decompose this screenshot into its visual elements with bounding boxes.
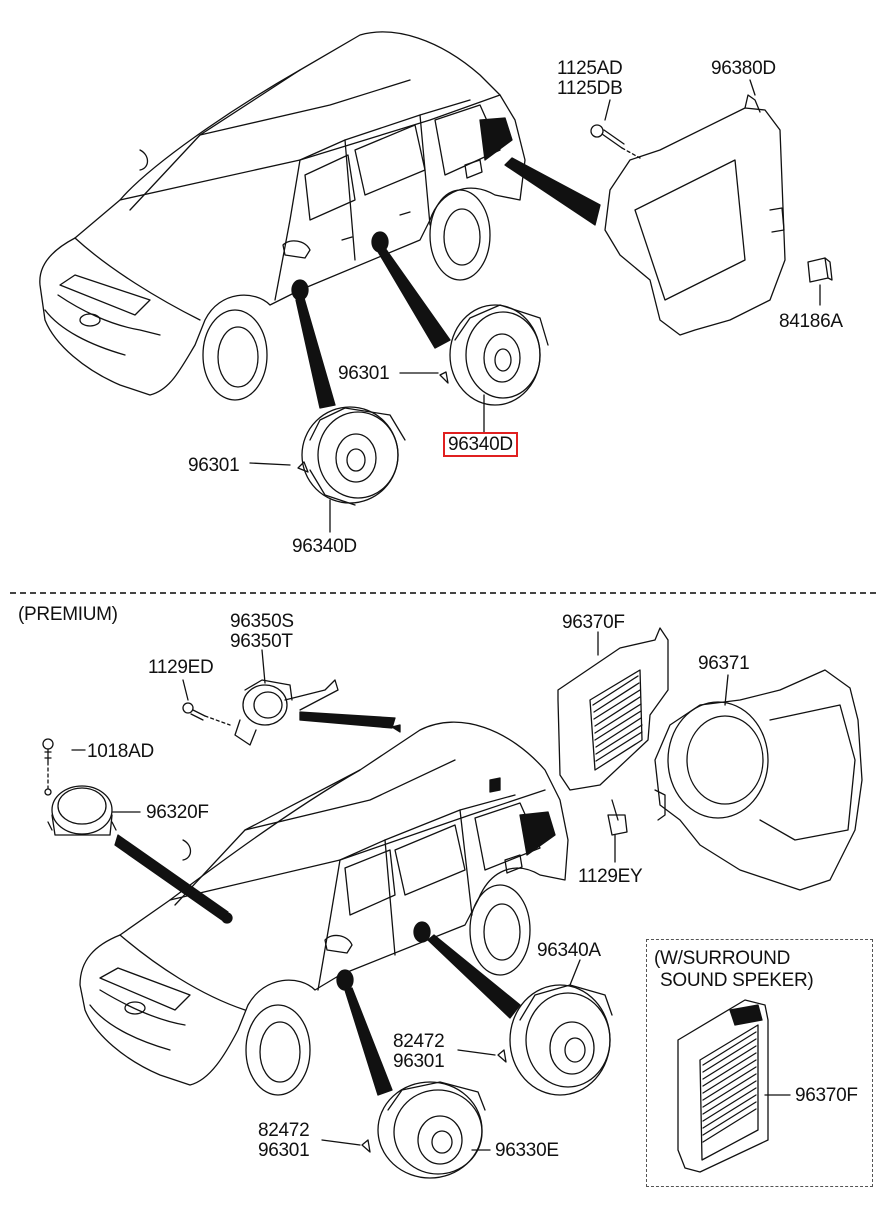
rear-speaker-96340D-selected (439, 304, 549, 406)
speaker-96330E (361, 1081, 486, 1179)
part-label-96340D[interactable]: 96340D (292, 536, 357, 557)
part-label-1129EY[interactable]: 1129EY (578, 866, 643, 887)
vehicle-top-illustration (39, 31, 526, 401)
part-label-1125AD[interactable]: 1125AD (557, 58, 623, 79)
bolt-1125AD (590, 124, 641, 159)
part-label-96340A[interactable]: 96340A (537, 940, 601, 961)
part-label-96301[interactable]: 96301 (393, 1051, 445, 1072)
amplifier-96370F-surround (677, 999, 769, 1173)
part-label-82472[interactable]: 82472 (258, 1120, 310, 1141)
part-label-82472[interactable]: 82472 (393, 1031, 445, 1052)
part-label-84186A[interactable]: 84186A (779, 311, 843, 332)
part-label-96370F-surround[interactable]: 96370F (795, 1085, 858, 1106)
surround-inset-frame (646, 939, 873, 1187)
amplifier-96380D (604, 94, 786, 336)
part-label-96301[interactable]: 96301 (188, 455, 240, 476)
tweeter-96320F (42, 738, 117, 836)
part-label-96301[interactable]: 96301 (258, 1140, 310, 1161)
part-label-96320F[interactable]: 96320F (146, 802, 209, 823)
part-label-1129ED[interactable]: 1129ED (148, 657, 214, 678)
surround-caption-line1: (W/SURROUND (654, 948, 791, 969)
part-label-96350S[interactable]: 96350S (230, 611, 294, 632)
part-label-96371[interactable]: 96371 (698, 653, 750, 674)
part-label-96340D-highlighted[interactable]: 96340D (443, 432, 518, 457)
front-speaker-96340D-lower (297, 406, 406, 506)
part-label-96350T[interactable]: 96350T (230, 631, 293, 652)
tweeter-96350S (182, 679, 339, 746)
section-divider (10, 592, 876, 594)
vehicle-bottom-illustration (79, 721, 569, 1096)
part-label-1125DB[interactable]: 1125DB (557, 78, 623, 99)
connector-84186A (807, 257, 833, 283)
part-label-96370F[interactable]: 96370F (562, 612, 625, 633)
part-label-96330E[interactable]: 96330E (495, 1140, 559, 1161)
surround-caption-line2: SOUND SPEKER) (660, 970, 814, 991)
subwoofer-96371 (654, 669, 863, 891)
part-label-96301[interactable]: 96301 (338, 363, 390, 384)
part-label-1018AD[interactable]: 1018AD (87, 741, 154, 762)
section-title-premium: (PREMIUM) (18, 604, 118, 625)
amplifier-96370F-premium (557, 627, 669, 836)
part-label-96380D[interactable]: 96380D (711, 58, 776, 79)
